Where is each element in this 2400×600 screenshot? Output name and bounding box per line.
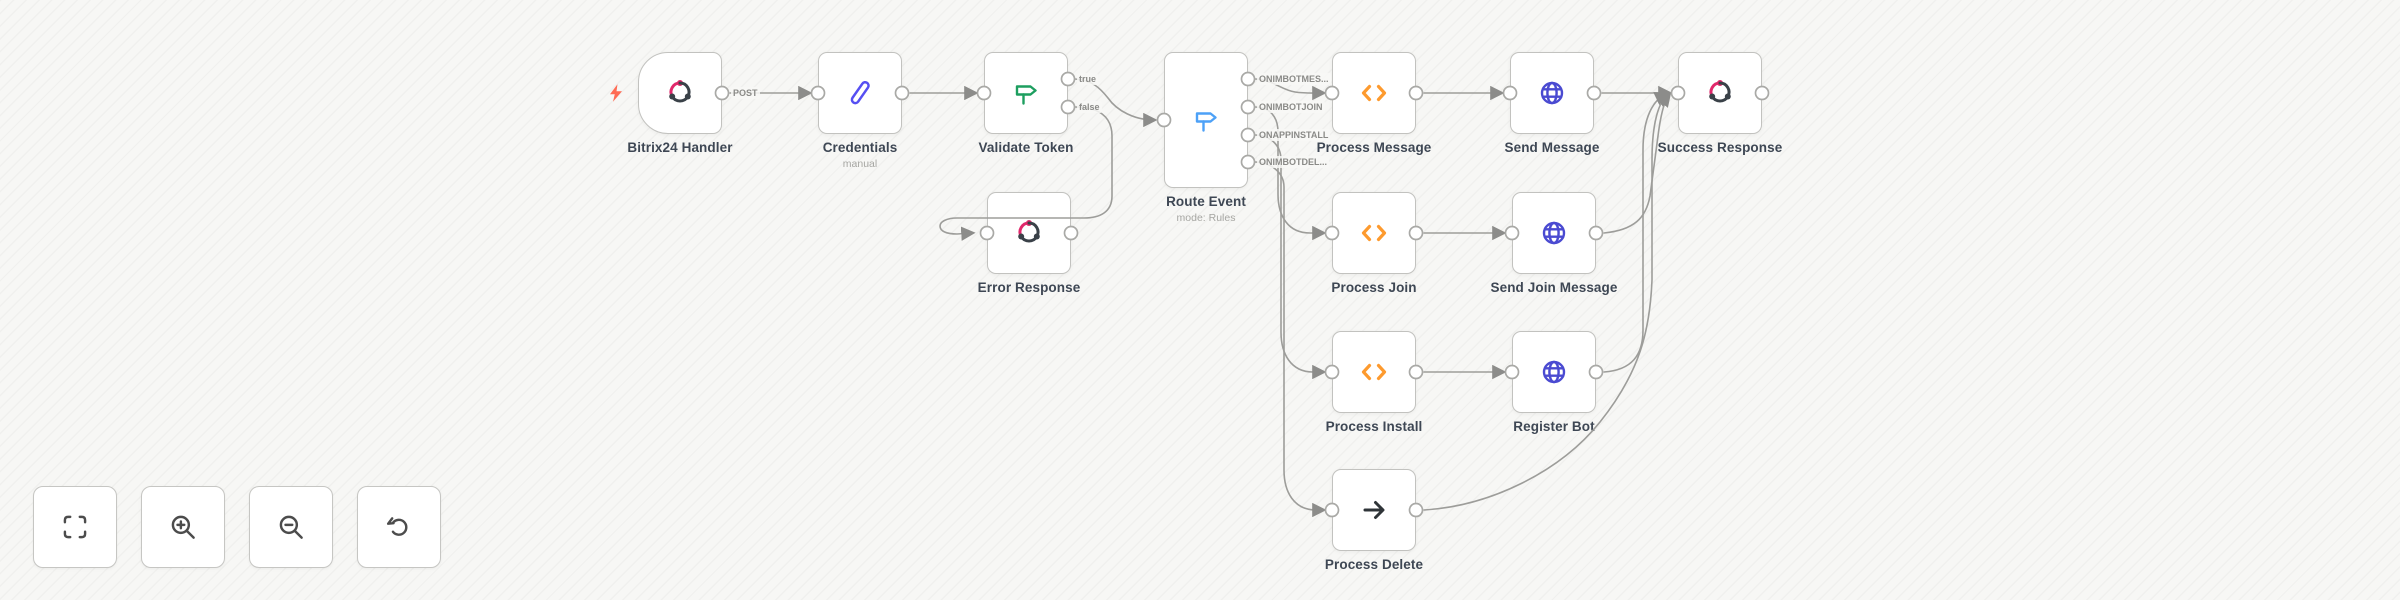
- node-label: Process Install: [1325, 419, 1423, 434]
- node-register-bot[interactable]: [1512, 331, 1596, 413]
- zoom-in-icon: [166, 510, 200, 544]
- node-credentials[interactable]: [818, 52, 902, 134]
- globe-icon: [1536, 77, 1568, 109]
- node-label: Process Delete: [1324, 557, 1424, 572]
- trigger-lightning-icon: [606, 83, 626, 103]
- canvas-toolbar: [33, 486, 441, 568]
- node-success-response[interactable]: [1678, 52, 1762, 134]
- node-caption: Route Event mode: Rules: [1086, 194, 1326, 224]
- undo-icon: [382, 510, 416, 544]
- node-label: Validate Token: [978, 140, 1074, 155]
- node-caption: Process Message: [1254, 140, 1494, 155]
- node-subtitle: mode: Rules: [1176, 212, 1236, 224]
- node-label: Error Response: [977, 280, 1081, 295]
- fit-view-button[interactable]: [33, 486, 117, 568]
- node-bitrix24-handler[interactable]: [638, 52, 722, 134]
- node-caption: Validate Token: [906, 140, 1146, 155]
- webhook-icon: [1013, 217, 1045, 249]
- node-process-message[interactable]: [1332, 52, 1416, 134]
- node-label: Send Join Message: [1490, 280, 1618, 295]
- globe-icon: [1538, 217, 1570, 249]
- node-process-delete[interactable]: [1332, 469, 1416, 551]
- node-send-message[interactable]: [1510, 52, 1594, 134]
- node-caption: Process Join: [1254, 280, 1494, 295]
- node-label: Route Event: [1166, 194, 1246, 209]
- arrow-right-icon: [1358, 494, 1390, 526]
- globe-icon: [1538, 356, 1570, 388]
- code-icon: [1358, 77, 1390, 109]
- node-error-response[interactable]: [987, 192, 1071, 274]
- node-label: Success Response: [1657, 140, 1783, 155]
- zoom-in-button[interactable]: [141, 486, 225, 568]
- node-caption: Register Bot: [1434, 419, 1674, 434]
- fit-view-icon: [58, 510, 92, 544]
- node-send-join-message[interactable]: [1512, 192, 1596, 274]
- code-icon: [1358, 356, 1390, 388]
- node-validate-token[interactable]: [984, 52, 1068, 134]
- node-caption: Send Join Message: [1434, 280, 1674, 295]
- node-process-install[interactable]: [1332, 331, 1416, 413]
- node-label: Process Join: [1331, 280, 1417, 295]
- webhook-icon: [1704, 77, 1736, 109]
- signpost-icon: [1010, 77, 1042, 109]
- node-route-event[interactable]: [1164, 52, 1248, 188]
- node-label: Bitrix24 Handler: [627, 140, 733, 155]
- node-label: Credentials: [822, 140, 898, 155]
- node-subtitle: manual: [842, 158, 878, 170]
- reset-view-button[interactable]: [357, 486, 441, 568]
- node-caption: Process Delete: [1254, 557, 1494, 572]
- zoom-out-button[interactable]: [249, 486, 333, 568]
- code-icon: [1358, 217, 1390, 249]
- node-caption: Bitrix24 Handler: [560, 140, 800, 155]
- node-label: Register Bot: [1513, 419, 1595, 434]
- pen-icon: [844, 77, 876, 109]
- node-caption: Error Response: [909, 280, 1149, 295]
- node-caption: Credentials manual: [740, 140, 980, 170]
- node-label: Process Message: [1316, 140, 1432, 155]
- node-process-join[interactable]: [1332, 192, 1416, 274]
- webhook-icon: [664, 77, 696, 109]
- node-caption: Process Install: [1254, 419, 1494, 434]
- signpost-icon: [1190, 104, 1222, 136]
- zoom-out-icon: [274, 510, 308, 544]
- node-caption: Success Response: [1600, 140, 1840, 155]
